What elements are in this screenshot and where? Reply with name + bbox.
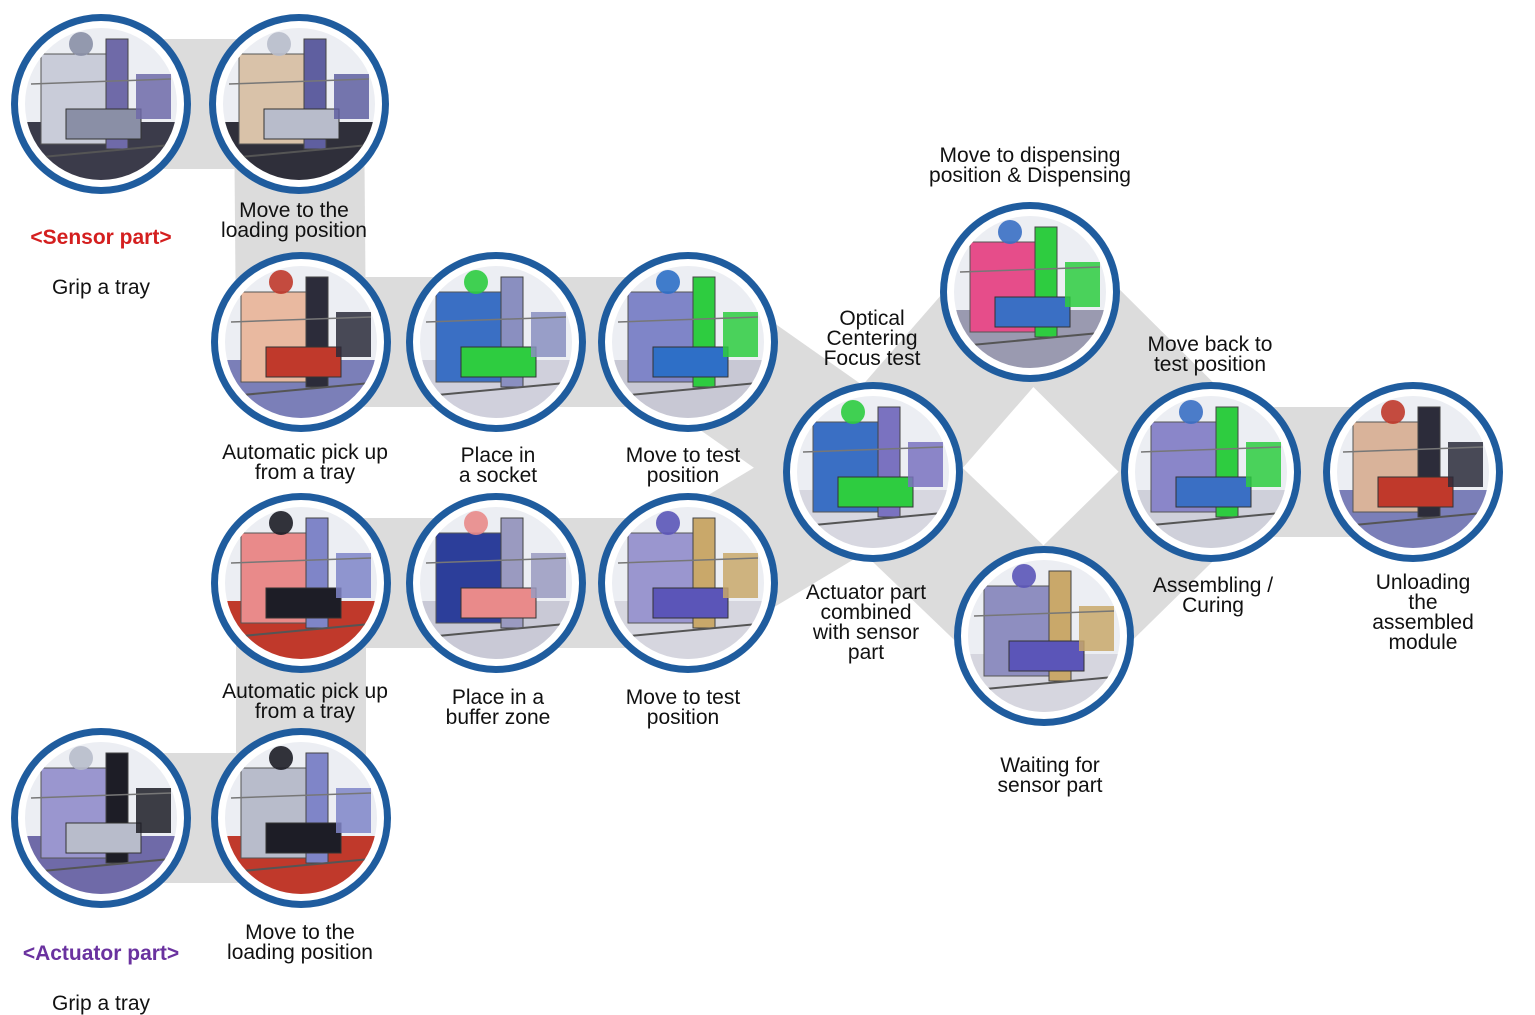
sensor-test-label: Move to test position [625, 444, 741, 487]
assembling-note: Assembling / Curing [1152, 574, 1274, 617]
move-back-label: Move back to test position [1147, 333, 1273, 376]
step-node-actuator-grip [11, 728, 191, 908]
optical-test-label: Optical Centering Focus test [823, 307, 921, 370]
step-node-actuator-pick [211, 493, 391, 673]
tray-gripper-machine-illustration [25, 28, 177, 180]
step-node-actuator-load [211, 728, 391, 908]
step-node-sensor-load [209, 14, 389, 194]
combined-module-green-illustration [797, 396, 949, 548]
step-node-dispense [940, 202, 1120, 382]
gripper-waiting-illustration [968, 560, 1120, 712]
step-node-optical-test [783, 382, 963, 562]
buffer-red-dial-illustration [420, 507, 572, 659]
sensor-part-label: <Sensor part> Grip a tray [30, 208, 171, 298]
step-node-actuator-test [598, 493, 778, 673]
unload-label: Unloading the assembled module [1372, 571, 1474, 654]
sensor-part-tag: <Sensor part> [30, 226, 172, 249]
step-node-waiting [954, 546, 1134, 726]
step-node-actuator-buffer [406, 493, 586, 673]
test-station-blue-illustration [612, 266, 764, 418]
sensor-load-label: Move to the loading position [221, 199, 367, 242]
dispenser-head-illustration [954, 216, 1106, 368]
step-node-unload [1323, 382, 1503, 562]
sensor-pick-label: Automatic pick up from a tray [222, 441, 388, 484]
sensor-socket-label: Place in a socket [458, 444, 538, 487]
stacker-loading-illustration [225, 742, 377, 894]
pick-nozzles-red-illustration [225, 266, 377, 418]
actuator-part-label: <Actuator part> Grip a tray [23, 924, 179, 1014]
step-node-sensor-test [598, 252, 778, 432]
actuator-load-label: Move to the loading position [227, 921, 373, 964]
waiting-label: Waiting for sensor part [997, 754, 1103, 797]
pick-black-tray-illustration [225, 507, 377, 659]
actuator-test-label: Move to test position [625, 686, 741, 729]
sensor-grip-label: Grip a tray [51, 276, 151, 299]
combined-note: Actuator part combined with sensor part [805, 581, 927, 664]
dispense-label: Move to dispensing position & Dispensing [929, 144, 1131, 187]
actuator-grip-label: Grip a tray [51, 992, 151, 1015]
actuator-pick-label: Automatic pick up from a tray [222, 680, 388, 723]
step-nodes [11, 14, 1503, 908]
step-node-move-back [1121, 382, 1301, 562]
step-node-sensor-socket [406, 252, 586, 432]
process-flow-diagram [11, 14, 1503, 908]
step-node-sensor-pick [211, 252, 391, 432]
step-node-sensor-grip [11, 14, 191, 194]
assembly-station-illustration [1135, 396, 1287, 548]
socket-green-board-illustration [420, 266, 572, 418]
actuator-part-tag: <Actuator part> [22, 942, 180, 965]
actuator-buffer-label: Place in a buffer zone [445, 686, 551, 729]
unload-nozzles-illustration [1337, 396, 1489, 548]
tray-loading-rails-illustration [223, 28, 375, 180]
